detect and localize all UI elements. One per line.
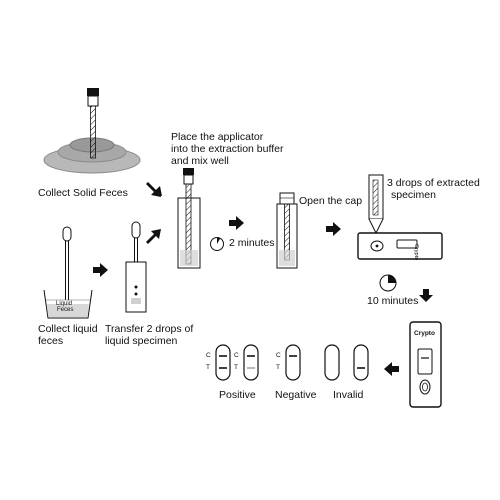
invalid-window-1 — [324, 344, 340, 381]
beaker-text-2: Feces — [57, 307, 74, 313]
buffer-tube-open — [276, 192, 298, 269]
pos1-t: T — [206, 364, 210, 371]
dropper-tube — [368, 174, 384, 235]
label-drops-2: specimen — [391, 189, 436, 201]
cassette-horizontal — [357, 232, 443, 260]
positive-window-2 — [243, 344, 259, 381]
applicator-in-tube — [177, 168, 201, 269]
label-negative: Negative — [275, 389, 317, 401]
arrow-left — [384, 362, 399, 376]
label-place-1: Place the applicator — [171, 131, 264, 143]
label-collect-solid: Collect Solid Feces — [38, 187, 128, 199]
label-collect-liquid-2: feces — [38, 335, 64, 347]
neg-c: C — [276, 352, 281, 359]
positive-window-1 — [215, 344, 231, 381]
label-drops-1: 3 drops of extracted — [387, 177, 480, 189]
pos2-t: T — [234, 364, 238, 371]
arrow-right-1 — [93, 263, 108, 277]
label-positive: Positive — [219, 389, 256, 401]
label-2-minutes: 2 minutes — [229, 237, 275, 249]
clock-icon-10min — [379, 274, 397, 292]
beaker-liquid-feces — [43, 289, 93, 319]
label-invalid: Invalid — [333, 389, 364, 401]
label-open-cap: Open the cap — [299, 195, 363, 207]
invalid-window-2 — [353, 344, 369, 381]
label-collect-liquid-1: Collect liquid — [38, 323, 98, 335]
pos2-c: C — [234, 352, 239, 359]
beaker-text-1: Liquid — [56, 301, 73, 307]
buffer-tube-transfer — [125, 261, 147, 313]
label-place-2: into the extraction buffer — [171, 143, 284, 155]
label-transfer-1: Transfer 2 drops of — [105, 323, 194, 335]
cassette-horizontal-label: Crypto — [413, 244, 419, 261]
result-windows — [215, 344, 369, 381]
arrow-right-2 — [229, 216, 244, 230]
label-10-minutes: 10 minutes — [367, 295, 419, 307]
negative-window — [285, 344, 301, 381]
pipette-liquid — [62, 226, 72, 300]
neg-t: T — [276, 364, 280, 371]
arrow-down — [419, 289, 433, 302]
cassette-vertical-label: Crypto — [414, 330, 435, 337]
clock-icon-2min — [210, 237, 224, 251]
label-transfer-2: liquid specimen — [105, 335, 178, 347]
arrow-right-3 — [326, 222, 341, 236]
cassette-vertical — [409, 321, 442, 408]
label-place-3: and mix well — [171, 155, 229, 167]
arrow-diag-1-shape — [146, 182, 161, 197]
arrow-diag-2 — [146, 229, 161, 244]
pos1-c: C — [206, 352, 211, 359]
applicator-stick-solid — [87, 88, 99, 159]
